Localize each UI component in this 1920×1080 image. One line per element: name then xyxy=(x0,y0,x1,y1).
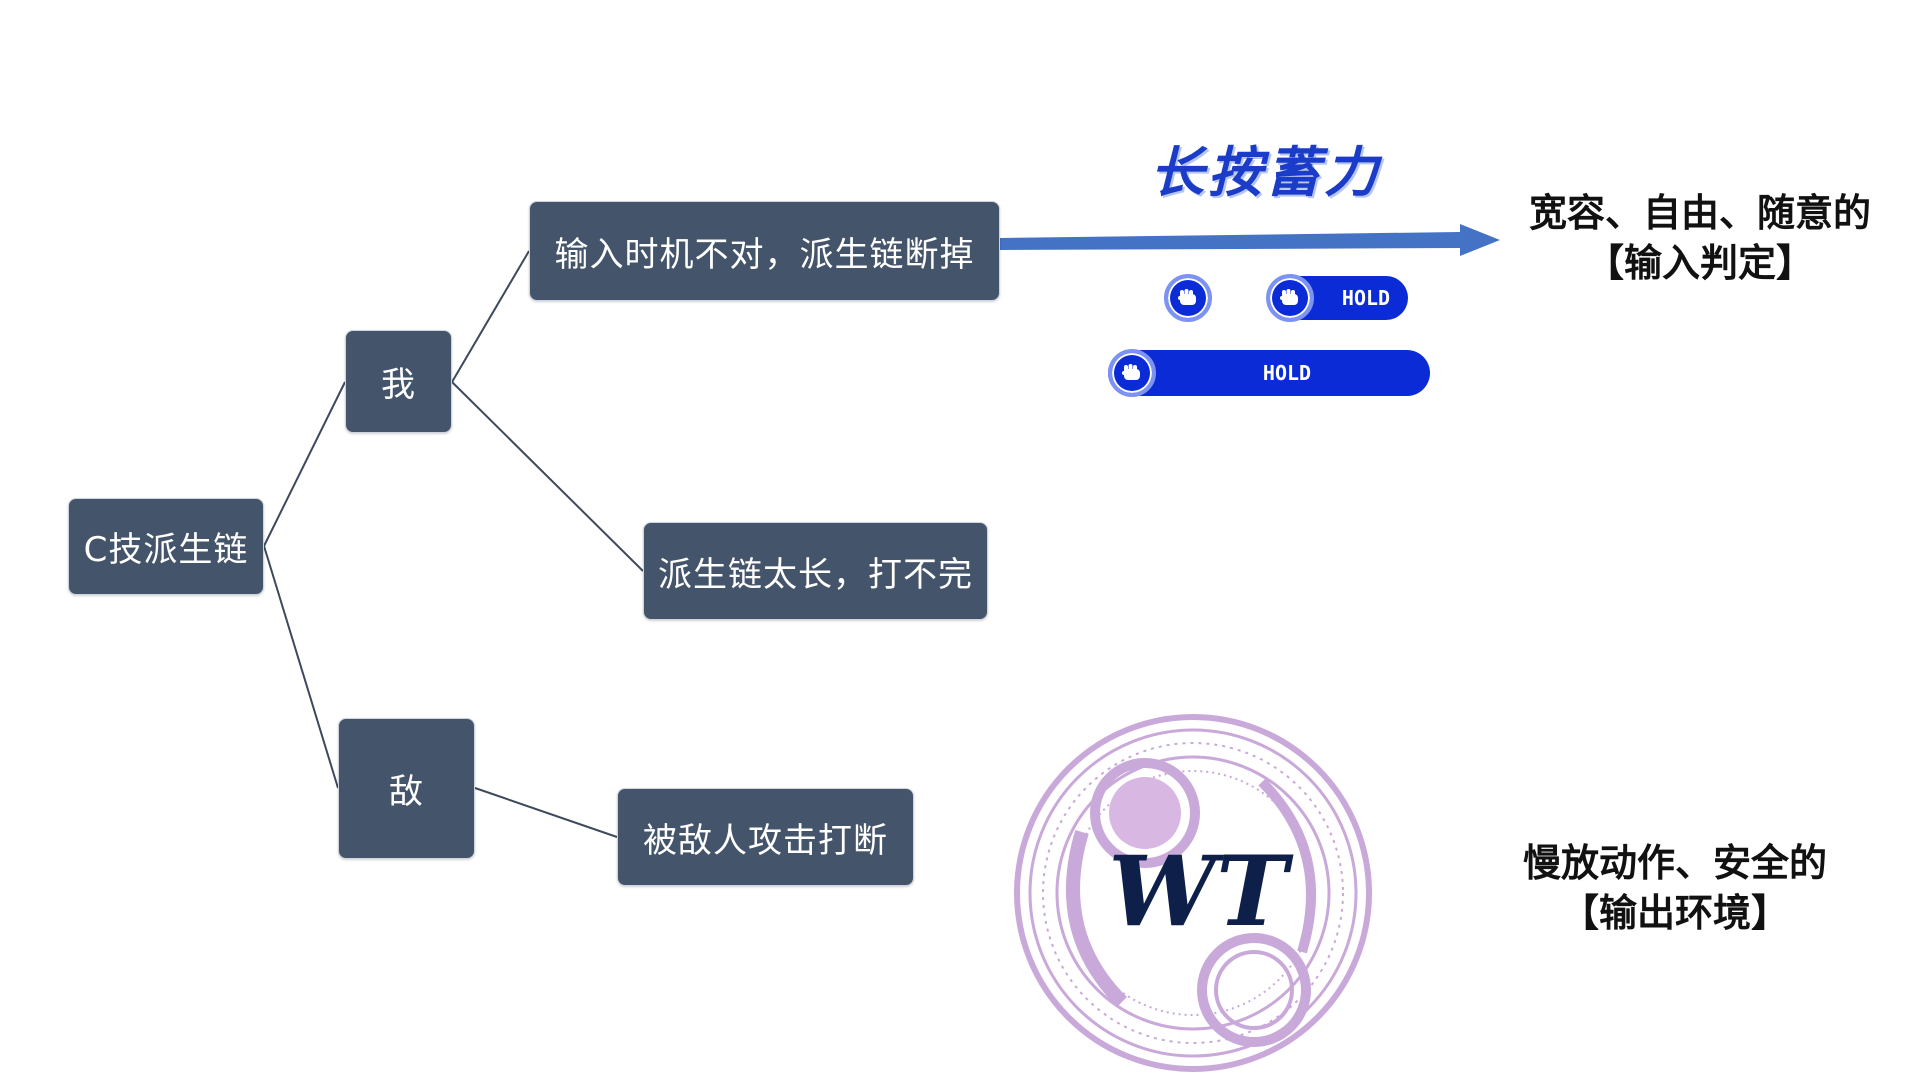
root-node-label: C技派生链 xyxy=(83,530,249,570)
hold-bar-long-label: HOLD xyxy=(1262,361,1312,385)
link-root-me xyxy=(263,381,346,547)
fist-icon xyxy=(1164,274,1212,322)
emblem-text: WT xyxy=(1108,835,1294,948)
link-enemy-interrupted xyxy=(474,787,618,838)
node-enemy-label: 敌 xyxy=(389,772,424,812)
node-too-long: 派生链太长，打不完 xyxy=(643,522,988,620)
output-environment-note: 慢放动作、安全的 【输出环境】 xyxy=(1475,838,1875,938)
output-environment-line1: 慢放动作、安全的 xyxy=(1522,841,1827,885)
node-me-label: 我 xyxy=(381,365,416,405)
node-interrupted: 被敌人攻击打断 xyxy=(617,788,914,886)
link-me-too-long xyxy=(451,381,644,572)
link-me-timing xyxy=(451,250,530,383)
hold-bar-long: HOLD xyxy=(1108,350,1430,396)
node-enemy: 敌 xyxy=(338,718,475,859)
node-timing: 输入时机不对，派生链断掉 xyxy=(529,201,1000,301)
fist-icon xyxy=(1266,274,1314,322)
hold-title: 长按蓄力 xyxy=(1150,141,1382,204)
long-press-arrow xyxy=(1000,224,1500,256)
magic-circle-icon: WT xyxy=(1014,714,1372,1072)
input-judgement-line2: 【输入判定】 xyxy=(1585,241,1814,285)
node-too-long-label: 派生链太长，打不完 xyxy=(658,554,973,595)
input-judgement-line1: 宽容、自由、随意的 xyxy=(1528,191,1871,235)
input-judgement-note: 宽容、自由、随意的 【输入判定】 xyxy=(1500,188,1900,288)
node-me: 我 xyxy=(345,330,452,433)
node-interrupted-label: 被敌人攻击打断 xyxy=(643,820,888,861)
link-root-enemy xyxy=(263,545,339,789)
node-timing-label: 输入时机不对，派生链断掉 xyxy=(554,234,975,275)
output-environment-line2: 【输出环境】 xyxy=(1560,891,1789,935)
fist-icon xyxy=(1108,349,1156,397)
hold-bar-short-label: HOLD xyxy=(1341,286,1391,310)
root-node: C技派生链 xyxy=(68,498,264,595)
